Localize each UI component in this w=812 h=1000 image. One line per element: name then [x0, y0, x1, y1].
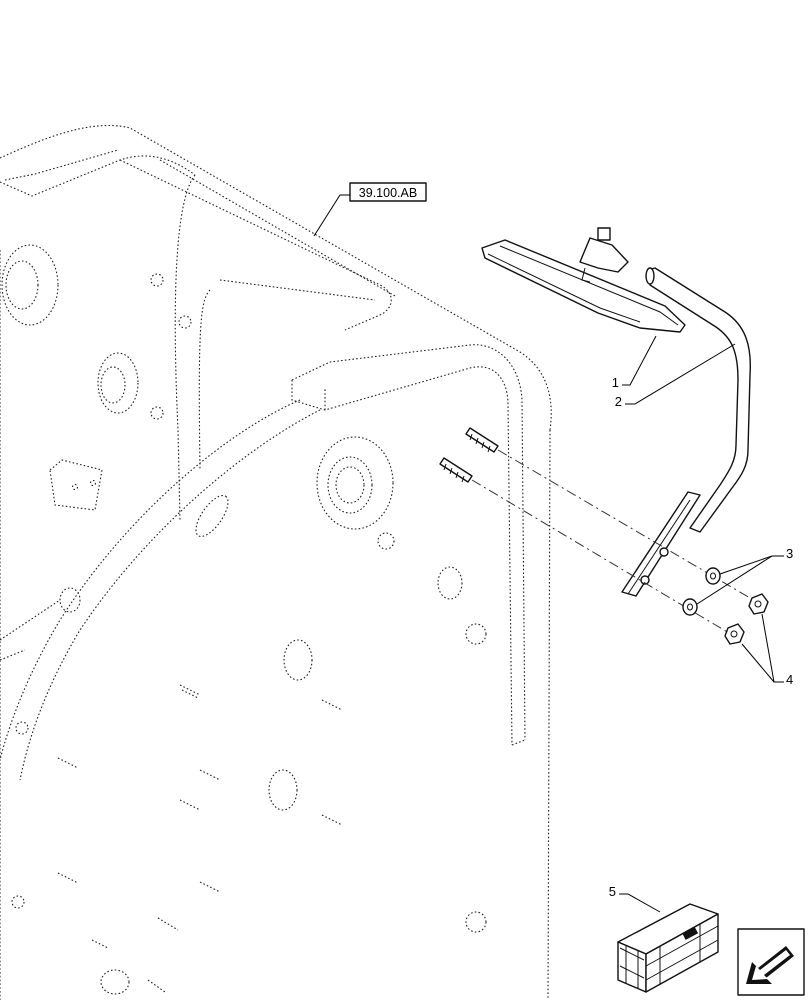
callout-5-label: 5: [609, 884, 616, 899]
frame-bosses: [1, 244, 463, 995]
mirror-head: [481, 239, 686, 333]
callout-5[interactable]: 5: [609, 884, 661, 913]
reference-box[interactable]: 39.100.AB: [313, 182, 427, 237]
frame-plate: [49, 459, 103, 511]
cab-frame: [0, 124, 552, 1000]
frame-nuts: [11, 273, 487, 933]
callout-2-label: 2: [615, 394, 622, 409]
callout-3[interactable]: 3: [696, 546, 793, 605]
reference-label: 39.100.AB: [359, 186, 417, 200]
back-arrow-icon[interactable]: [737, 928, 805, 996]
frame-studs: [57, 684, 343, 993]
callout-4[interactable]: 4: [741, 613, 793, 687]
mirror-assembly: [481, 227, 752, 597]
callout-2[interactable]: 2: [615, 343, 736, 409]
callout-1[interactable]: 1: [612, 335, 657, 390]
callout-1-label: 1: [612, 375, 619, 390]
mirror-clamp: [579, 227, 629, 283]
callout-4-label: 4: [786, 672, 793, 687]
callout-3-label: 3: [786, 546, 793, 561]
kit-crate-icon: [617, 903, 719, 993]
alignment-lines: [471, 449, 763, 637]
nuts: [724, 593, 769, 645]
mirror-arm: [647, 267, 752, 533]
mirror-studs: [439, 427, 499, 483]
washers: [682, 567, 721, 616]
